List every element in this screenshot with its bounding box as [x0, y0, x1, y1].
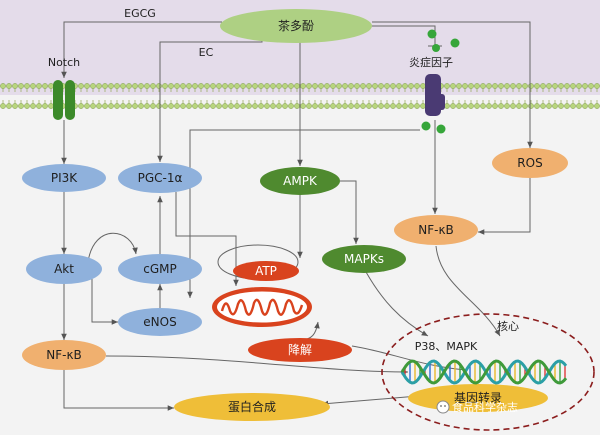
notch-receptor [53, 80, 75, 120]
mitochondrion-icon [212, 287, 312, 327]
ampk-node [260, 167, 340, 195]
akt-node [26, 254, 102, 284]
edge-degrade-protein [351, 345, 467, 371]
inflammatory-factor-dots [421, 29, 460, 134]
mapks-node [322, 245, 406, 273]
dna-helix-icon [400, 359, 568, 385]
inflammatory-receptor [425, 74, 445, 116]
degradation-node [248, 338, 352, 362]
edge-ros-nfkb [478, 178, 531, 235]
pi3k-node [22, 164, 106, 192]
edge-nfkb-core [435, 245, 501, 337]
protein-synthesis-node [174, 393, 330, 421]
tea-polyphenols-node [220, 9, 372, 43]
enos-label: eNOS [143, 315, 176, 329]
watermark: 食品科学杂志 [436, 400, 518, 414]
inflammatory-factor-label: 炎症因子 [409, 55, 453, 69]
cgmp-label: cGMP [143, 262, 177, 276]
edge-pgc-mito [175, 192, 239, 286]
atp-node [233, 261, 299, 281]
tea-polyphenols-label: 茶多酚 [278, 18, 314, 33]
edge-nfkb-protein [63, 370, 174, 411]
edge-tea-ros [372, 21, 533, 148]
pgc1a-node [118, 163, 202, 193]
gene-transcription-label: 基因转录 [454, 390, 502, 405]
akt-label: Akt [54, 262, 74, 276]
edge-mapks-p38 [365, 271, 429, 337]
nfkb-left-label: NF-κB [46, 348, 82, 362]
nfkb-right-label: NF-κB [418, 223, 454, 237]
ros-label: ROS [517, 156, 542, 170]
enos-node [118, 308, 202, 336]
ec-label: EC [199, 46, 214, 59]
cgmp-node [118, 254, 202, 284]
cell-membrane [0, 83, 600, 109]
protein-synthesis-label: 蛋白合成 [228, 399, 276, 414]
degradation-label: 降解 [288, 343, 312, 357]
edge-nfkb-gene [105, 355, 409, 375]
notch-label: Notch [48, 56, 80, 69]
atp-label: ATP [255, 264, 277, 278]
nfkb-right-node [394, 215, 478, 245]
watermark-text: 食品科学杂志 [452, 400, 518, 414]
edge-tea-notch [61, 21, 222, 78]
nucleus [381, 313, 595, 431]
pgc1a-label: PGC-1α [138, 171, 183, 185]
edge-ampk-mapks [340, 180, 359, 244]
egcg-label: EGCG [124, 7, 156, 20]
edge-akt-enos [91, 272, 118, 325]
edge-inflam-mito [187, 129, 420, 298]
p38-mapk-label: P38、MAPK [415, 340, 478, 353]
edge-akt-cgmp [87, 232, 138, 263]
mapks-label: MAPKs [344, 252, 384, 266]
pi3k-label: PI3K [51, 171, 78, 185]
edge-gene-protein [321, 395, 419, 407]
ros-node [492, 148, 568, 178]
nfkb-left-node [22, 340, 106, 370]
nucleus-label: 核心 [497, 319, 519, 333]
ampk-label: AMPK [283, 174, 318, 188]
